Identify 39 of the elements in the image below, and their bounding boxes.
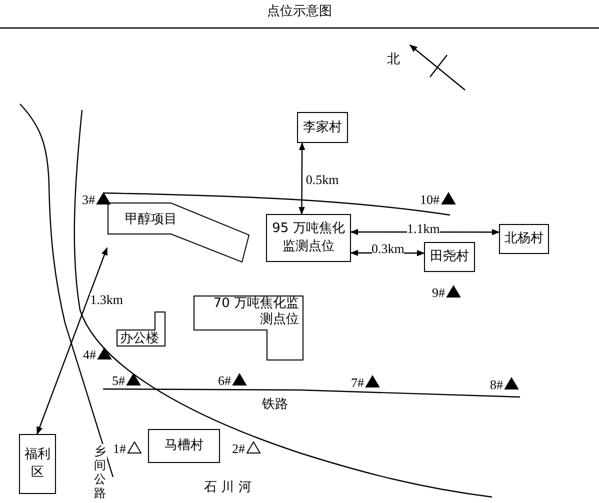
residential-area-box [19, 434, 56, 494]
village-box [499, 224, 549, 254]
place-label: 马槽村 [164, 437, 204, 455]
road-label: 乡间公路 [94, 444, 107, 500]
village-box [424, 242, 475, 272]
monitoring-point-label: 5# [112, 374, 125, 387]
distance-arrow [36, 247, 108, 435]
monitoring-point-label: 3# [82, 193, 95, 206]
edge-label: 1.1km [407, 222, 440, 236]
place-label: 北杨村 [504, 230, 544, 248]
place-label: 95 万吨焦化监测点位 [271, 220, 346, 256]
railway-label: 铁路 [262, 398, 288, 411]
monitoring-point-label: 1# [113, 442, 126, 455]
project-area [107, 202, 252, 264]
edge-label: 1.3km [90, 292, 123, 306]
place-label: 70 万吨焦化监测点位 [212, 296, 299, 328]
monitoring-site-box [266, 214, 351, 262]
monitoring-point-label: 8# [490, 378, 503, 391]
monitoring-point-label: 10# [420, 193, 440, 206]
edge-label: 0.5km [306, 172, 339, 186]
edge-label: 0.3km [372, 242, 404, 255]
place-label: 福利区 [24, 446, 52, 482]
monitoring-point-label: 6# [218, 374, 231, 387]
place-label: 甲醇项目 [125, 211, 177, 229]
place-label: 办公楼 [120, 330, 159, 348]
village-box [148, 429, 220, 463]
monitoring-point-label: 9# [432, 286, 445, 299]
river-label: 石 川 河 [204, 481, 252, 494]
monitoring-point-label: 7# [351, 376, 364, 389]
village-box [297, 112, 348, 143]
title: 点位示意图 [266, 5, 333, 18]
place-label: 田尧村 [430, 248, 469, 266]
monitoring-point-label: 2# [232, 442, 245, 455]
place-label: 李家村 [303, 118, 342, 136]
distance-arrow [298, 142, 306, 215]
office-building-outline [116, 311, 166, 347]
compass-label: 北 [387, 53, 400, 66]
monitoring-point-label: 4# [83, 348, 96, 361]
monitoring-site-outline [193, 295, 304, 361]
